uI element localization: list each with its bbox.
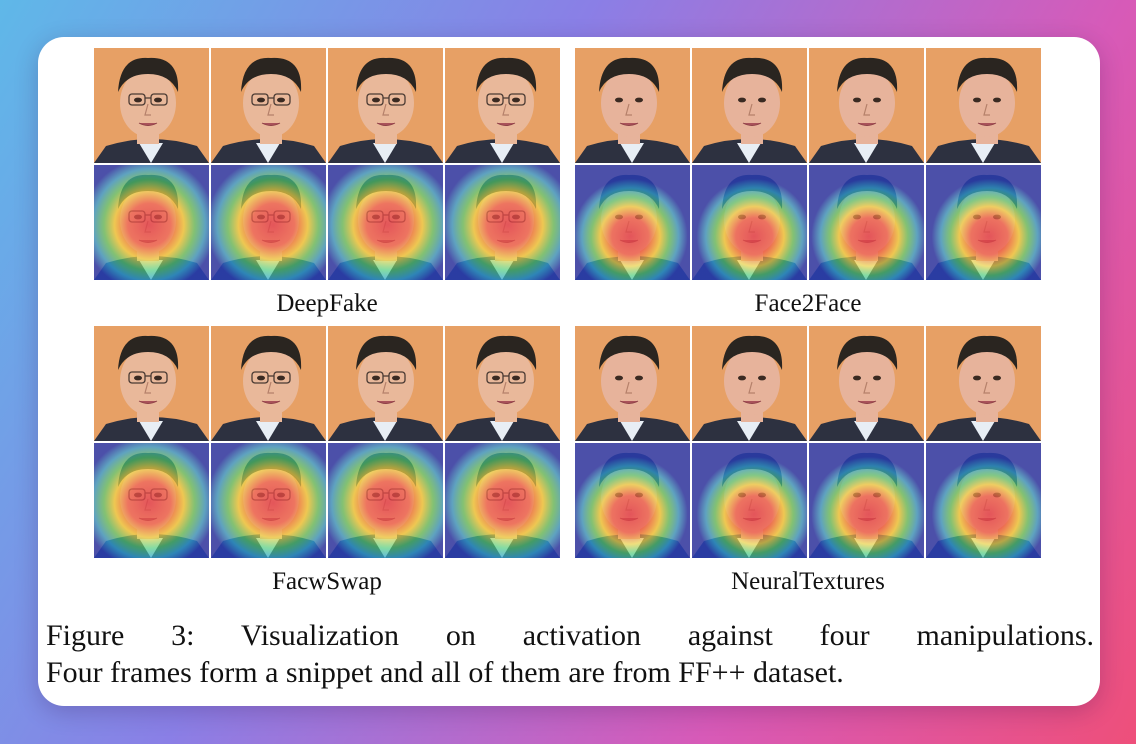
frame-row-original (575, 48, 1041, 163)
panel-label: DeepFake (276, 290, 378, 317)
frame-row-original (94, 326, 560, 441)
figure-caption: Figure 3: Visualization on activation ag… (46, 617, 1094, 691)
activation-heatmap-frame (692, 165, 807, 280)
activation-heatmap-frame (926, 443, 1041, 558)
activation-heatmap-frame (211, 165, 326, 280)
activation-heatmap-frame (211, 443, 326, 558)
frame-row-heatmap (575, 165, 1041, 280)
frame-row-original (94, 48, 560, 163)
activation-heatmap-frame (809, 165, 924, 280)
face-frame (809, 48, 924, 163)
face-frame (926, 48, 1041, 163)
panel-face2face: Face2Face (575, 48, 1041, 317)
activation-heatmap-frame (926, 165, 1041, 280)
panel-label: NeuralTextures (731, 568, 885, 595)
face-frame (445, 326, 560, 441)
activation-heatmap-frame (692, 443, 807, 558)
activation-heatmap-frame (809, 443, 924, 558)
activation-heatmap-frame (445, 165, 560, 280)
panel-neuraltextures: NeuralTextures (575, 326, 1041, 595)
face-frame (692, 48, 807, 163)
face-frame (94, 326, 209, 441)
face-frame (809, 326, 924, 441)
frame-row-heatmap (94, 165, 560, 280)
activation-heatmap-frame (94, 443, 209, 558)
activation-heatmap-frame (328, 165, 443, 280)
figure-card: DeepFake Face2Face FacwSwap NeuralTextur… (38, 37, 1100, 706)
panel-label: Face2Face (754, 290, 862, 317)
figure-caption-line-2: Four frames form a snippet and all of th… (46, 656, 844, 689)
face-frame (211, 326, 326, 441)
panel-deepfake: DeepFake (94, 48, 560, 317)
activation-heatmap-frame (445, 443, 560, 558)
face-frame (328, 326, 443, 441)
figure-caption-line-1: Figure 3: Visualization on activation ag… (46, 619, 1094, 652)
activation-heatmap-frame (575, 443, 690, 558)
face-frame (692, 326, 807, 441)
frame-row-original (575, 326, 1041, 441)
face-frame (445, 48, 560, 163)
frame-row-heatmap (94, 443, 560, 558)
panel-faceswap: FacwSwap (94, 326, 560, 595)
activation-heatmap-frame (328, 443, 443, 558)
activation-heatmap-frame (575, 165, 690, 280)
face-frame (575, 326, 690, 441)
frame-row-heatmap (575, 443, 1041, 558)
activation-heatmap-frame (94, 165, 209, 280)
panel-label: FacwSwap (272, 568, 382, 595)
face-frame (575, 48, 690, 163)
face-frame (328, 48, 443, 163)
face-frame (211, 48, 326, 163)
face-frame (926, 326, 1041, 441)
face-frame (94, 48, 209, 163)
